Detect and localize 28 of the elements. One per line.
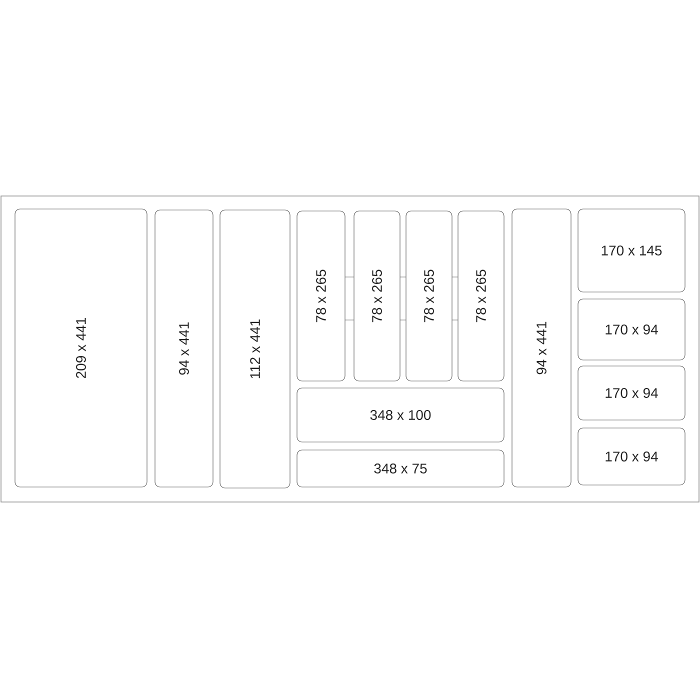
compartment-box (296, 388, 504, 442)
compartment-box (296, 210, 346, 382)
compartment-box (154, 210, 214, 488)
dimension-label: 170 x 145 (602, 246, 662, 256)
dimension-label: 78 x 265 (372, 270, 382, 322)
dimension-label: 94 x 441 (536, 322, 546, 374)
dimension-label: 209 x 441 (76, 318, 86, 378)
dimension-label: 112 x 441 (250, 319, 260, 378)
compartment-box (578, 366, 686, 420)
compartment-box (406, 210, 452, 382)
compartment-box (578, 428, 686, 486)
dimension-label: 348 x 100 (370, 410, 431, 420)
compartment-box (14, 208, 148, 488)
compartment-box (220, 210, 290, 488)
dimension-label: 170 x 94 (606, 324, 658, 334)
dimension-label: 78 x 265 (476, 270, 486, 322)
dimension-label: 170 x 94 (606, 388, 658, 398)
dimension-label: 78 x 265 (316, 270, 326, 322)
dimension-label: 348 x 75 (374, 464, 427, 474)
dimension-label: 170 x 94 (606, 452, 658, 462)
compartment-box (458, 210, 504, 382)
compartment-box (578, 208, 686, 292)
dimension-label: 78 x 265 (424, 270, 434, 322)
compartment-box (578, 298, 686, 360)
compartment-box (512, 208, 572, 488)
dimension-label: 94 x 441 (179, 322, 189, 375)
compartment-box (354, 210, 400, 382)
compartment-box (296, 450, 504, 488)
